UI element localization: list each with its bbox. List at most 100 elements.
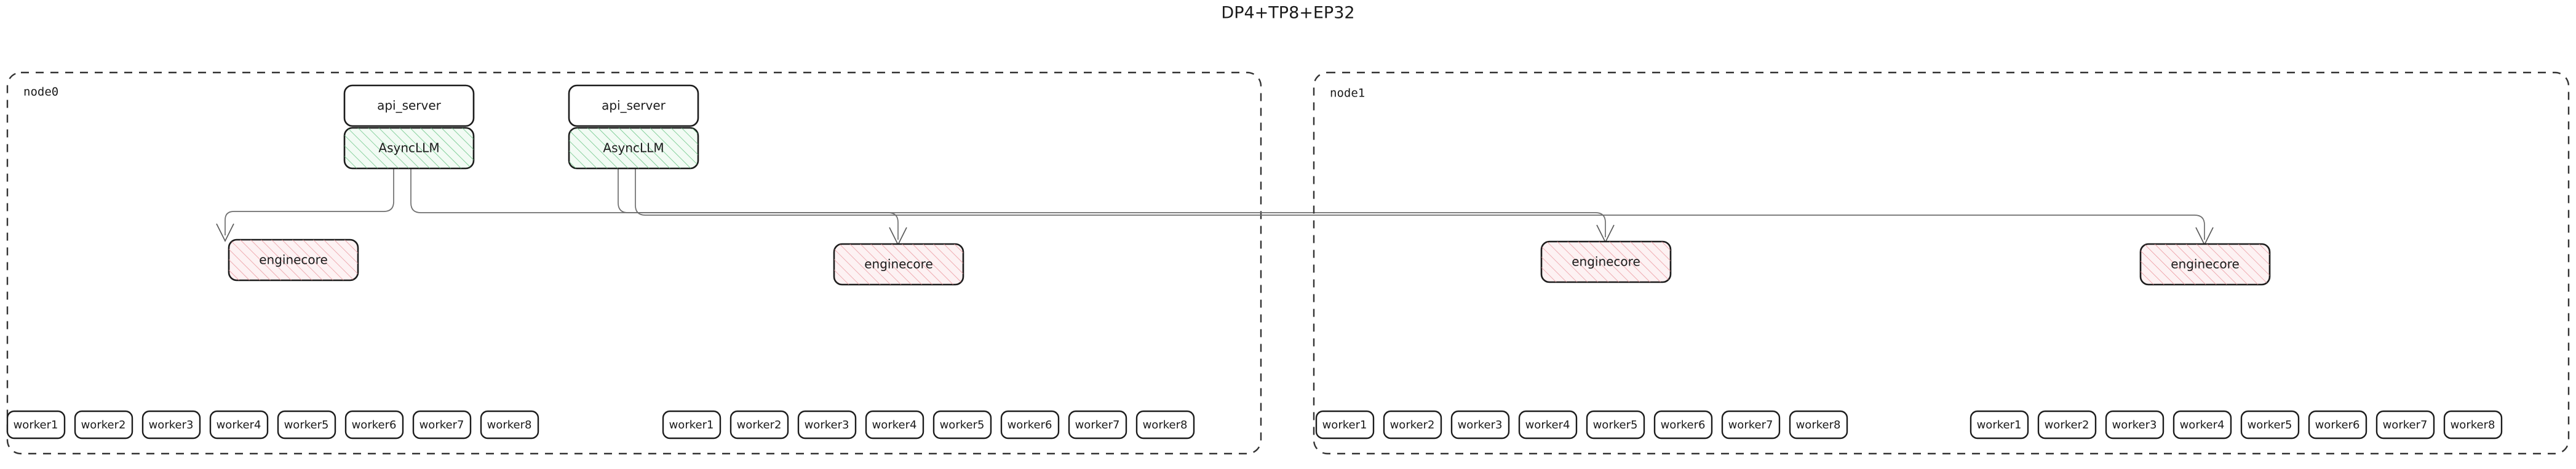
worker-box[interactable]	[1068, 410, 1127, 439]
worker-label: worker6	[352, 419, 397, 432]
enginecore-node0-0[interactable]: enginecore	[228, 238, 359, 282]
worker-box[interactable]	[2443, 410, 2503, 439]
worker-box[interactable]	[1586, 410, 1645, 439]
worker-item[interactable]: worker6	[344, 410, 404, 439]
edges-node0	[216, 169, 2214, 246]
worker-item[interactable]: worker5	[932, 410, 992, 439]
worker-label: worker4	[217, 419, 261, 432]
worker-box[interactable]	[2173, 410, 2232, 439]
worker-label: worker5	[2248, 419, 2292, 432]
async-llm-label: AsyncLLM	[603, 141, 664, 156]
worker-box[interactable]	[1135, 410, 1195, 439]
worker-label: worker8	[487, 419, 532, 432]
worker-item[interactable]: worker1	[1315, 410, 1375, 439]
worker-box[interactable]	[412, 410, 472, 439]
api-server-label: api_server	[602, 98, 666, 113]
worker-item[interactable]: worker6	[1653, 410, 1713, 439]
worker-box[interactable]	[1450, 410, 1510, 439]
worker-item[interactable]: worker6	[2308, 410, 2367, 439]
worker-box[interactable]	[2105, 410, 2165, 439]
worker-box[interactable]	[797, 410, 857, 439]
node-cluster-node0: node0 api_server	[6, 71, 2214, 455]
worker-box[interactable]	[1970, 410, 2029, 439]
async-llm-label: AsyncLLM	[378, 141, 439, 156]
worker-item[interactable]: worker8	[2443, 410, 2503, 439]
worker-label: worker3	[2112, 419, 2157, 432]
worker-label: worker5	[284, 419, 329, 432]
worker-box[interactable]	[2037, 410, 2097, 439]
worker-box[interactable]	[2308, 410, 2367, 439]
worker-label: worker2	[1390, 419, 1435, 432]
enginecore-label: enginecore	[864, 257, 933, 272]
worker-box[interactable]	[729, 410, 789, 439]
worker-label: worker2	[737, 419, 782, 432]
worker-label: worker8	[1796, 419, 1841, 432]
page-title: DP4+TP8+EP32	[1221, 4, 1354, 23]
async-llm-node0-0[interactable]: AsyncLLM	[343, 127, 475, 170]
worker-box[interactable]	[1789, 410, 1848, 439]
worker-box[interactable]	[932, 410, 992, 439]
worker-item[interactable]: worker4	[209, 410, 269, 439]
async-llm-node0-1[interactable]: AsyncLLM	[568, 127, 699, 170]
worker-item[interactable]: worker6	[1000, 410, 1060, 439]
worker-item[interactable]: worker1	[6, 410, 66, 439]
api-server-box[interactable]	[343, 84, 475, 127]
worker-label: worker7	[1075, 419, 1120, 432]
worker-box[interactable]	[1000, 410, 1060, 439]
worker-box[interactable]	[1518, 410, 1578, 439]
worker-item[interactable]: worker3	[797, 410, 857, 439]
worker-box[interactable]	[6, 410, 66, 439]
worker-item[interactable]: worker2	[2037, 410, 2097, 439]
worker-item[interactable]: worker2	[1383, 410, 1442, 439]
worker-item[interactable]: worker4	[865, 410, 924, 439]
worker-box[interactable]	[865, 410, 924, 439]
worker-item[interactable]: worker5	[1586, 410, 1645, 439]
worker-item[interactable]: worker8	[1135, 410, 1195, 439]
worker-item[interactable]: worker7	[1068, 410, 1127, 439]
api-server-node0-0[interactable]: api_server	[343, 84, 475, 127]
worker-box[interactable]	[1383, 410, 1442, 439]
worker-box[interactable]	[1653, 410, 1713, 439]
worker-box[interactable]	[2240, 410, 2300, 439]
worker-box[interactable]	[662, 410, 722, 439]
worker-item[interactable]: worker7	[1721, 410, 1781, 439]
worker-item[interactable]: worker5	[2240, 410, 2300, 439]
api-server-node0-1[interactable]: api_server	[568, 84, 699, 127]
worker-item[interactable]: worker7	[2375, 410, 2435, 439]
worker-item[interactable]: worker3	[2105, 410, 2165, 439]
worker-group-node1-0: worker1 worker2 worker3 worker4 worker5	[1315, 410, 1848, 439]
worker-item[interactable]: worker2	[729, 410, 789, 439]
worker-item[interactable]: worker8	[1789, 410, 1848, 439]
worker-box[interactable]	[344, 410, 404, 439]
worker-item[interactable]: worker8	[480, 410, 539, 439]
worker-box[interactable]	[74, 410, 133, 439]
worker-box[interactable]	[2375, 410, 2435, 439]
worker-box[interactable]	[209, 410, 269, 439]
worker-item[interactable]: worker7	[412, 410, 472, 439]
worker-item[interactable]: worker3	[1450, 410, 1510, 439]
enginecore-label: enginecore	[259, 253, 328, 267]
async-llm-hatch	[344, 128, 474, 168]
worker-item[interactable]: worker4	[1518, 410, 1578, 439]
worker-item[interactable]: worker4	[2173, 410, 2232, 439]
worker-item[interactable]: worker1	[1970, 410, 2029, 439]
worker-label: worker5	[940, 419, 985, 432]
worker-item[interactable]: worker1	[662, 410, 722, 439]
worker-group-node0-1: worker1 worker2 worker3 worker4 worker5	[662, 410, 1195, 439]
worker-item[interactable]: worker3	[141, 410, 201, 439]
enginecore-node1-1[interactable]: enginecore	[2139, 243, 2271, 286]
enginecore-hatch	[229, 240, 358, 280]
worker-item[interactable]: worker2	[74, 410, 133, 439]
node-cluster-node1: node1 enginecore enginecore worker1	[1313, 71, 2570, 455]
worker-box[interactable]	[141, 410, 201, 439]
worker-label: worker4	[1525, 419, 1570, 432]
enginecore-node1-0[interactable]: enginecore	[1540, 240, 1672, 283]
worker-item[interactable]: worker5	[277, 410, 336, 439]
worker-box[interactable]	[480, 410, 539, 439]
worker-box[interactable]	[1315, 410, 1375, 439]
api-server-box[interactable]	[568, 84, 699, 127]
worker-box[interactable]	[277, 410, 336, 439]
enginecore-node0-1[interactable]: enginecore	[833, 243, 964, 286]
worker-box[interactable]	[1721, 410, 1781, 439]
